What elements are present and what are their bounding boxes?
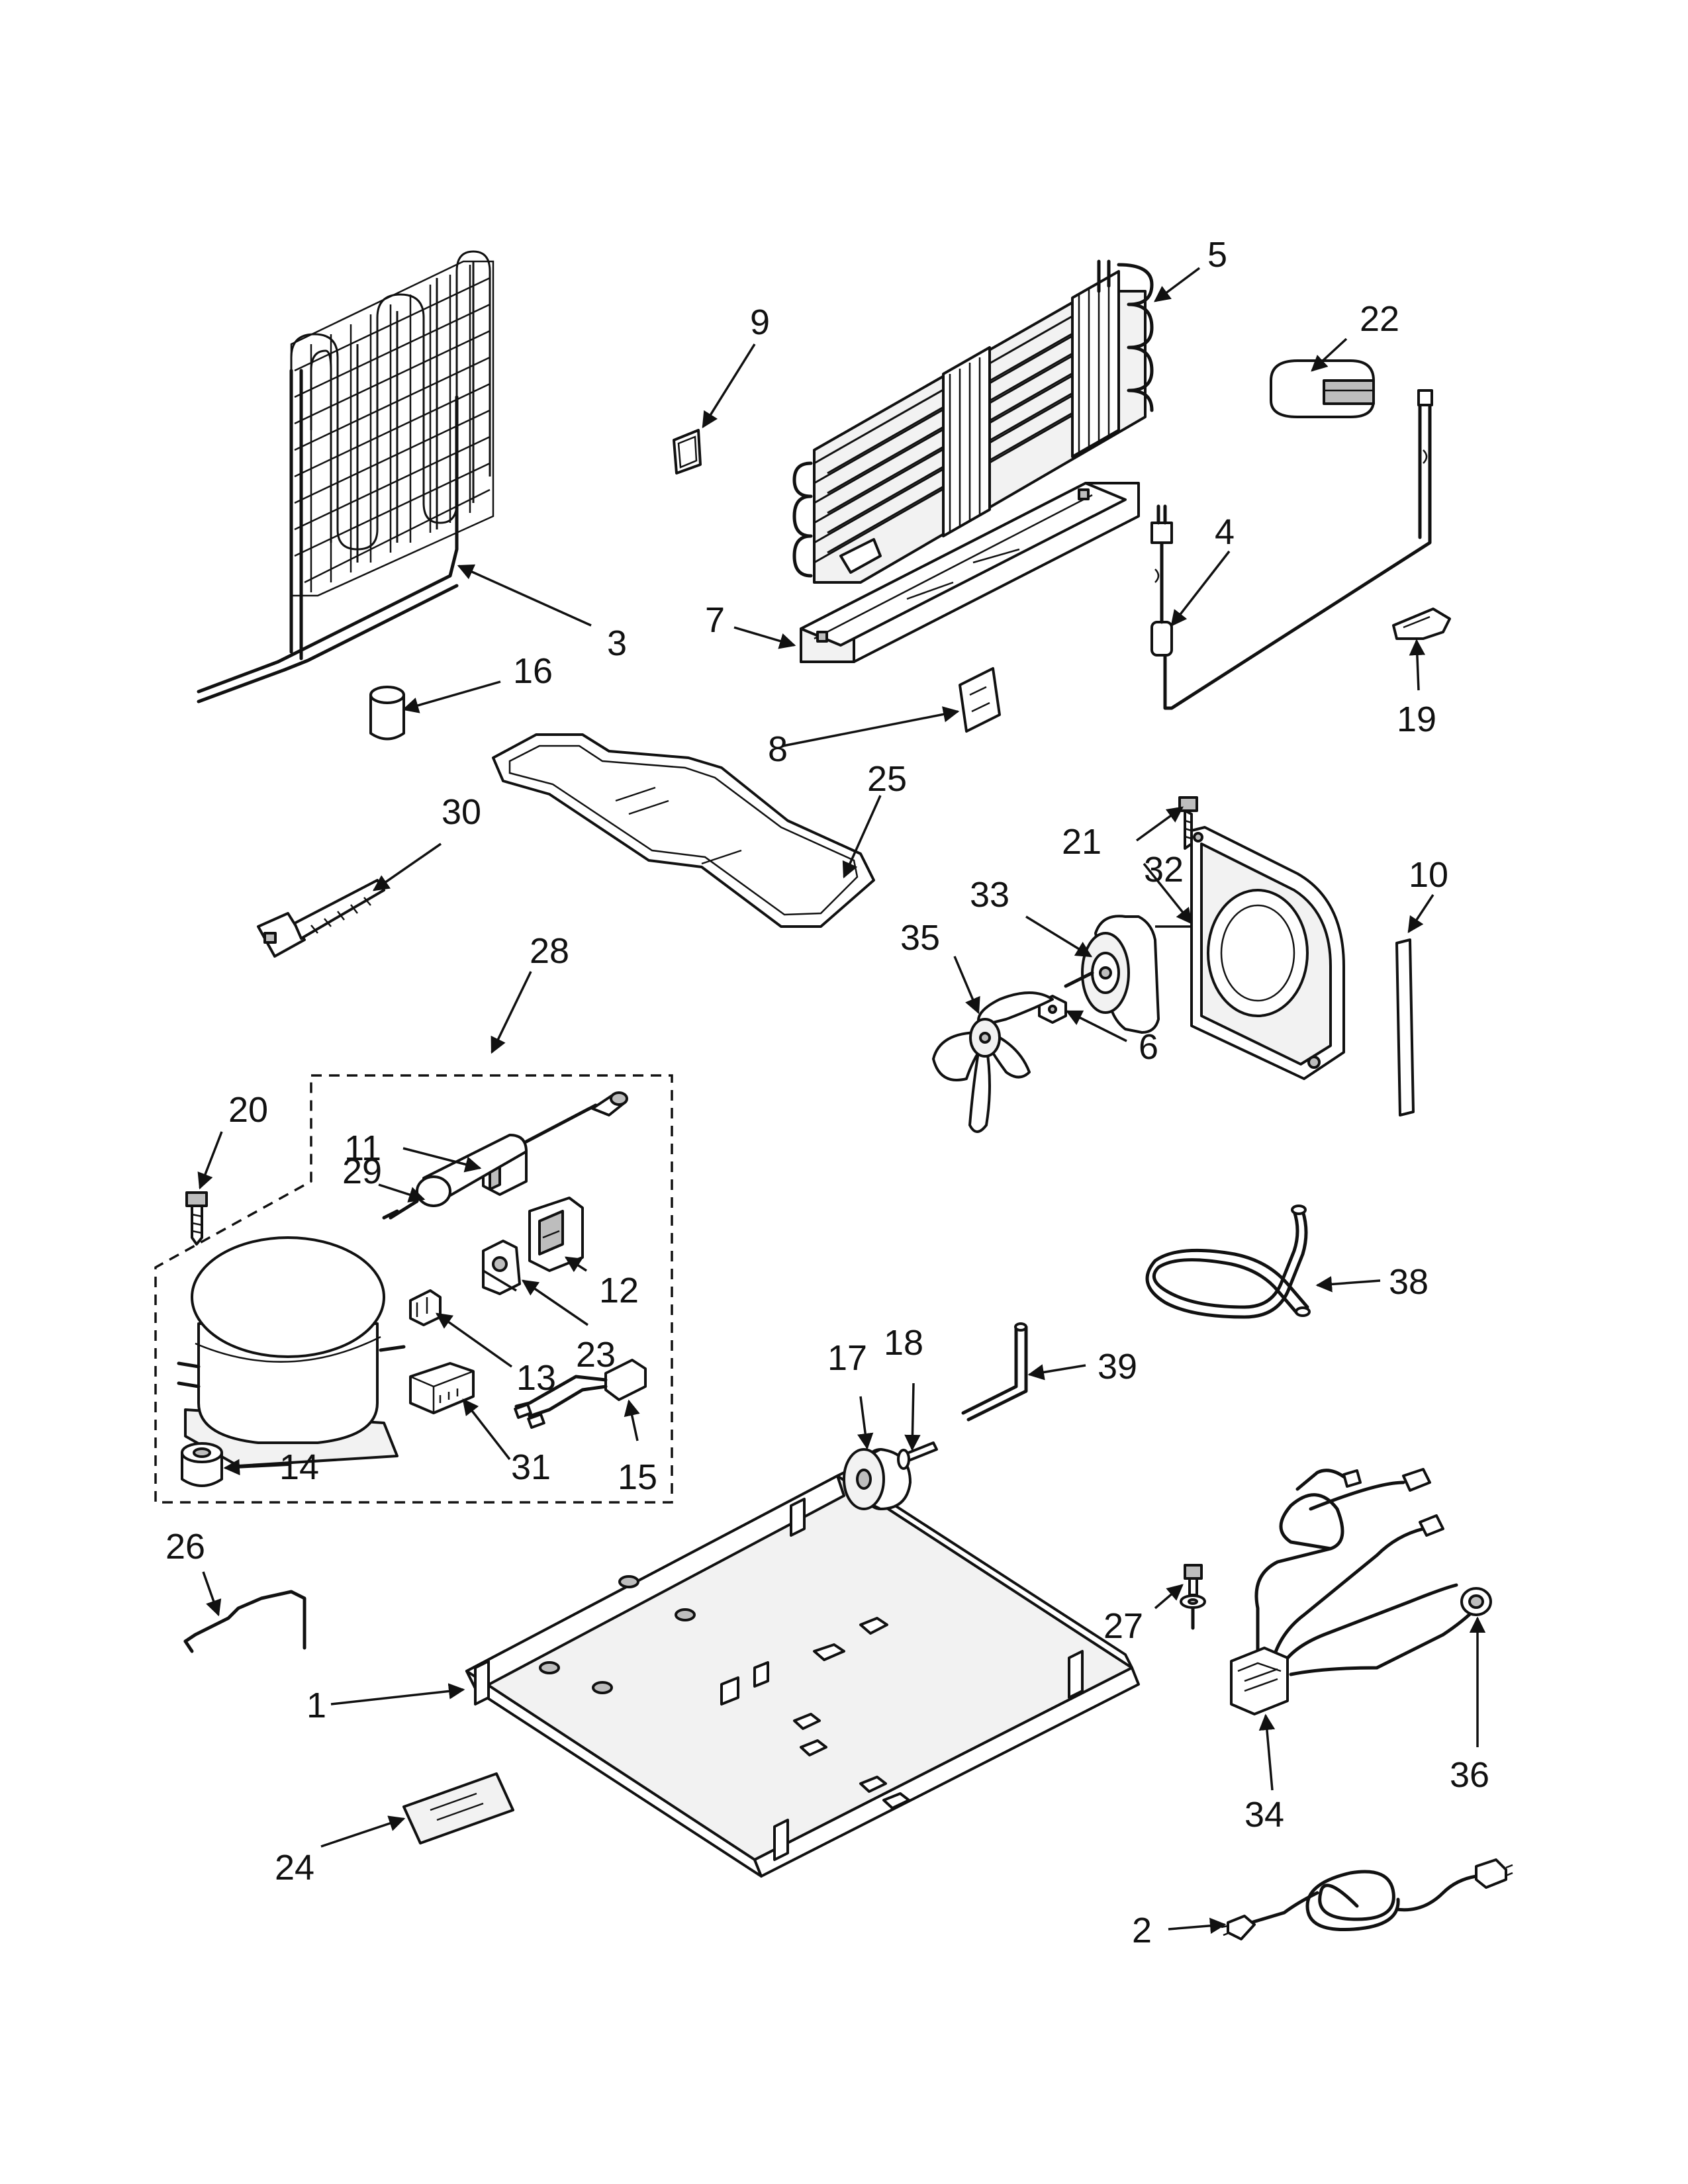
callout-12: 12: [599, 1271, 639, 1310]
fan-blade: [932, 991, 1054, 1133]
callout-labels: 1 2 3 4 5 6 7 8 9 10 11 12 13 14 15 16 1…: [165, 235, 1489, 1950]
power-cord: [1221, 1858, 1513, 1940]
shroud-screw: [1178, 796, 1198, 850]
callout-2: 2: [1132, 1911, 1152, 1950]
overload-protector: [528, 1197, 584, 1272]
grommet: [181, 1442, 223, 1487]
callout-21: 21: [1062, 822, 1102, 862]
callout-8: 8: [768, 729, 788, 769]
callout-39: 39: [1098, 1347, 1137, 1387]
axle-pin: [897, 1441, 938, 1470]
compressor: [177, 1236, 406, 1467]
callout-16: 16: [513, 651, 553, 691]
wire-bracket: [183, 1590, 306, 1653]
cable-tie: [257, 879, 385, 958]
capacitor: [409, 1362, 475, 1414]
callout-13: 13: [516, 1358, 556, 1398]
callout-23: 23: [576, 1335, 616, 1375]
callout-7: 7: [705, 600, 725, 640]
harness-screw: [1180, 1564, 1206, 1630]
callout-20: 20: [228, 1090, 268, 1130]
foam-strip: [1395, 938, 1415, 1116]
callout-15: 15: [618, 1457, 657, 1497]
callout-3: 3: [607, 623, 627, 663]
tube-fitting: [961, 1322, 1028, 1422]
callout-9: 9: [750, 302, 770, 342]
callout-38: 38: [1389, 1262, 1429, 1302]
callout-29: 29: [342, 1152, 382, 1191]
base-frame: [465, 1471, 1140, 1878]
evaporator: [792, 259, 1154, 584]
mounting-clip: [959, 667, 1001, 733]
callout-1: 1: [306, 1686, 326, 1725]
callout-28: 28: [530, 931, 569, 971]
drain-trough: [800, 482, 1140, 663]
thermostat-wire: [1150, 389, 1433, 710]
callout-36: 36: [1450, 1755, 1489, 1795]
callout-30: 30: [442, 792, 481, 832]
terminal-clip: [409, 1289, 442, 1326]
callout-27: 27: [1103, 1606, 1143, 1646]
wiring-harness: [1230, 1468, 1492, 1715]
callout-19: 19: [1397, 700, 1436, 739]
compressor-kit-outline: [154, 1074, 673, 1504]
callout-33: 33: [970, 875, 1009, 915]
compressor-harness: [514, 1359, 647, 1429]
callout-14: 14: [279, 1447, 319, 1487]
callout-10: 10: [1409, 855, 1448, 895]
wire-clip: [1392, 608, 1451, 640]
square-gasket: [673, 429, 702, 475]
callout-11: 11: [344, 1128, 381, 1168]
callout-32: 32: [1144, 850, 1184, 889]
callout-18: 18: [884, 1323, 923, 1363]
callout-4: 4: [1215, 512, 1235, 552]
callout-17: 17: [827, 1338, 867, 1378]
callout-35: 35: [900, 918, 940, 958]
callout-5: 5: [1207, 235, 1227, 275]
callout-24: 24: [275, 1848, 314, 1888]
start-device: [482, 1240, 521, 1295]
leader-lines: [197, 267, 1486, 1934]
callout-25: 25: [867, 759, 907, 799]
drain-pan: [492, 733, 875, 928]
base-label: [402, 1772, 514, 1844]
fan-shroud: [1190, 826, 1345, 1080]
callout-26: 26: [165, 1527, 205, 1567]
defrost-cover: [1270, 359, 1375, 418]
callout-6: 6: [1139, 1027, 1158, 1067]
callout-31: 31: [511, 1447, 551, 1487]
compressor-screw: [185, 1191, 208, 1246]
callout-22: 22: [1360, 299, 1399, 339]
drain-hose: [1145, 1205, 1311, 1319]
callout-34: 34: [1244, 1795, 1284, 1835]
condenser: [197, 250, 494, 704]
grommet-cylinder: [369, 686, 405, 741]
fan-motor: [1064, 915, 1160, 1034]
